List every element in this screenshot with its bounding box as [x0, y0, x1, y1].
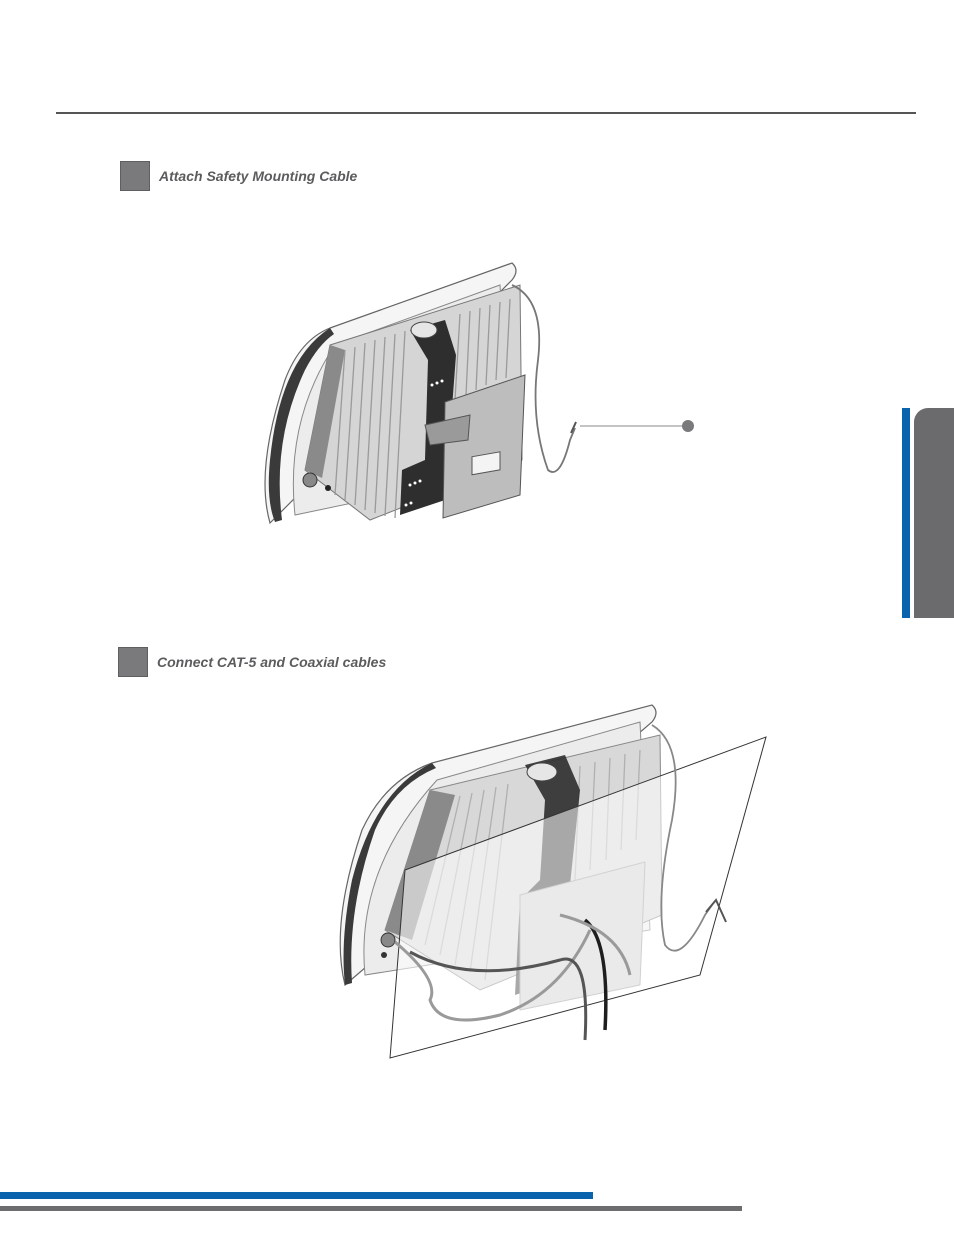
step-2-marker-icon [118, 647, 148, 677]
step-1-label: Attach Safety Mounting Cable [159, 168, 358, 184]
footer-bar-gray [0, 1206, 742, 1211]
section-tab [914, 408, 954, 618]
step-2-label: Connect CAT-5 and Coaxial cables [157, 654, 387, 670]
step-1-heading: Attach Safety Mounting Cable [120, 161, 357, 191]
section-tab-accent [902, 408, 910, 618]
header-rule [56, 112, 916, 114]
step-2-heading: Connect CAT-5 and Coaxial cables [118, 647, 386, 677]
callout-dot-icon [682, 420, 694, 432]
step-1-marker-icon [120, 161, 150, 191]
footer-bar-blue [0, 1192, 593, 1199]
